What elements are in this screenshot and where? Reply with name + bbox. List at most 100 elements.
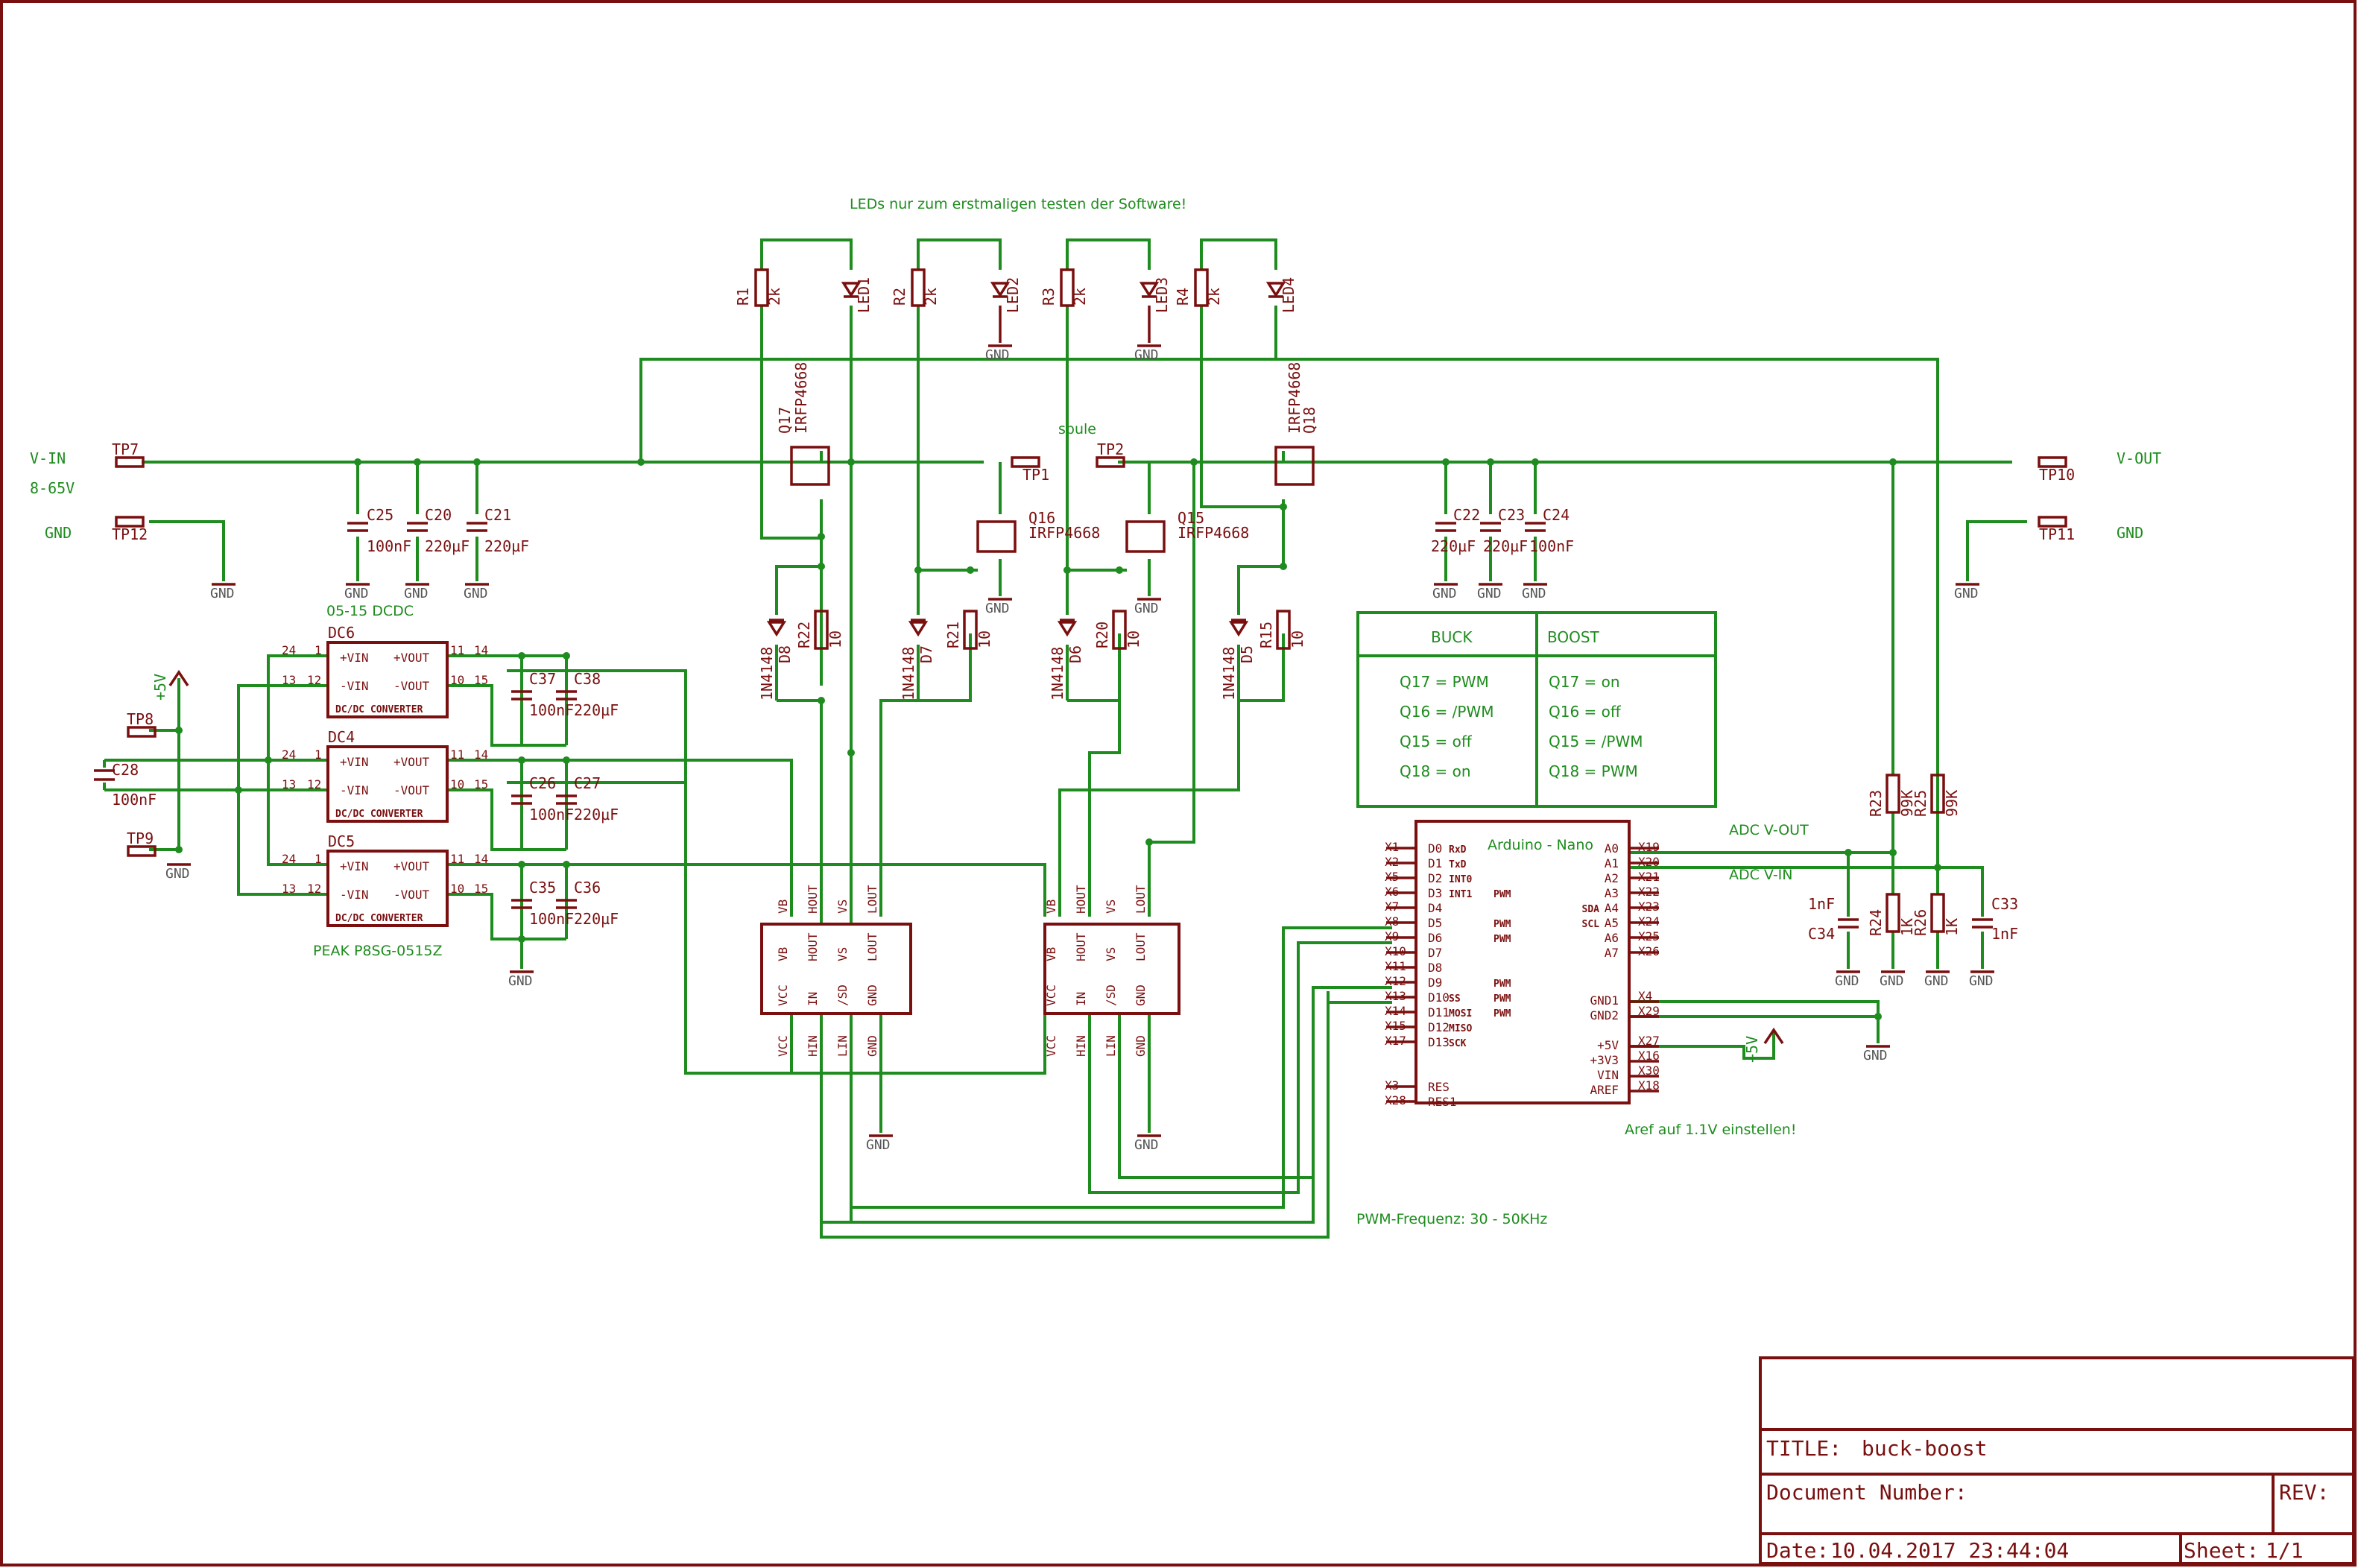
arduino-pin-name: A4	[1605, 901, 1619, 915]
arduino-pin-x: X20	[1638, 855, 1660, 869]
arduino-pin-fn: RxD	[1449, 844, 1467, 856]
arduino-pin-name: A2	[1605, 871, 1619, 885]
arduino-pin-name: D10	[1428, 990, 1450, 1005]
arduino-pin-fn: INT0	[1449, 874, 1472, 885]
drvL-vs-out: VS	[835, 900, 850, 914]
mode-cell: Q15 = off	[1400, 733, 1473, 750]
value-r2: 2k	[922, 288, 940, 306]
dc4-pin-10: 10	[450, 777, 464, 791]
mode-cell: Q18 = PWM	[1549, 762, 1638, 780]
value-c21: 220µF	[484, 537, 529, 555]
date-value: 10.04.2017 23:44:04	[1830, 1538, 2069, 1563]
dcdc-dc5	[326, 850, 449, 927]
value-c24: 100nF	[1529, 537, 1574, 555]
drvL-in: IN	[806, 992, 820, 1006]
value-r23: 99K	[1898, 790, 1916, 817]
value-d7: 1N4148	[900, 647, 917, 701]
arduino-pin-x: X29	[1638, 1004, 1660, 1018]
note-pwm: PWM-Frequenz: 30 - 50KHz	[1356, 1211, 1547, 1227]
dc6-pin-11: 11	[450, 643, 464, 657]
arduino-pin-name: A6	[1605, 931, 1619, 945]
note-peak: PEAK P8SG-0515Z	[313, 943, 443, 959]
dc5-pin-11: 11	[450, 852, 464, 866]
mode-cell: Q16 = /PWM	[1400, 703, 1494, 721]
arduino-pin-x: X16	[1638, 1049, 1660, 1063]
drvR-vcc: VCC	[1044, 984, 1058, 1006]
arduino-pin-name: D12	[1428, 1020, 1450, 1034]
arduino-pin-name: AREF	[1590, 1083, 1619, 1097]
gnd-label: GND	[1134, 1137, 1159, 1153]
arduino-pin-name: +5V	[1597, 1038, 1619, 1052]
label-tp2: TP2	[1097, 440, 1124, 458]
note-leds: LEDs nur zum erstmaligen testen der Soft…	[850, 196, 1186, 212]
arduino-pin-pwm: PWM	[1493, 889, 1511, 900]
arduino-pin-x: X21	[1638, 870, 1660, 884]
arduino-pin-name: A0	[1605, 841, 1619, 856]
note-dcdc: 05-15 DCDC	[326, 603, 414, 619]
drvL-vb: VB	[776, 947, 790, 961]
dc6-vin-n: -VIN	[340, 679, 369, 693]
arduino-pin-pwm: PWM	[1493, 934, 1511, 945]
label-tp8: TP8	[127, 710, 154, 728]
dc4-pin-24: 24	[282, 747, 296, 762]
arduino-pin-fn: SS	[1449, 993, 1461, 1005]
drvR-vs-out: VS	[1104, 900, 1118, 914]
value-r15: 10	[1289, 630, 1306, 648]
label-c20: C20	[425, 506, 452, 524]
label-c25: C25	[367, 506, 393, 524]
label-r26: R26	[1912, 909, 1929, 936]
drvL-sd: /SD	[835, 984, 850, 1006]
arduino-pin-name: D1	[1428, 856, 1442, 870]
arduino-pin-pwm: PWM	[1493, 1008, 1511, 1019]
dc6-pin-12: 12	[307, 673, 321, 687]
dc5-vout-p: +VOUT	[393, 859, 430, 873]
arduino-pin-name: A1	[1605, 856, 1619, 870]
gnd-label: GND	[1863, 1048, 1888, 1063]
dc4-vin-n: -VIN	[340, 783, 369, 797]
arduino-pin-pwm: PWM	[1493, 979, 1511, 990]
gnd-label: GND	[1134, 347, 1159, 363]
arduino-pin-x: X3	[1385, 1078, 1399, 1093]
label-r15: R15	[1257, 622, 1275, 648]
arduino-pin-x: X13	[1385, 989, 1406, 1003]
title-value: buck-boost	[1862, 1436, 1988, 1461]
value-q17: IRFP4668	[792, 362, 810, 434]
drvR-in: IN	[1074, 992, 1088, 1006]
arduino-pin-name: GND2	[1590, 1008, 1619, 1022]
dc4-pin-15: 15	[474, 777, 488, 791]
label-r3: R3	[1040, 288, 1058, 306]
label-r2: R2	[891, 288, 908, 306]
label-r1: R1	[734, 288, 752, 306]
net-gnd-right: GND	[2117, 524, 2143, 542]
value-d5: 1N4148	[1220, 647, 1238, 701]
label-led1: LED1	[855, 277, 873, 313]
arduino-pin-x: X10	[1385, 944, 1406, 958]
label-d6: D6	[1066, 645, 1084, 663]
value-q15: IRFP4668	[1178, 524, 1249, 542]
label-r21: R21	[944, 622, 962, 648]
arduino-pin-name: D5	[1428, 916, 1442, 930]
arduino-pin-x: X22	[1638, 885, 1660, 899]
net-5v-left: +5V	[151, 674, 169, 701]
label-tp11: TP11	[2039, 525, 2075, 543]
arduino-pin-fn: SCK	[1449, 1038, 1467, 1049]
label-r20: R20	[1093, 622, 1111, 648]
arduino-pin-name: D4	[1428, 901, 1442, 915]
dc6-pin-1: 1	[314, 643, 322, 657]
gnd-label: GND	[210, 586, 235, 601]
label-q15: Q15	[1178, 509, 1204, 527]
arduino-pin-x: X14	[1385, 1004, 1406, 1018]
value-r3: 2k	[1071, 288, 1089, 306]
label-r25: R25	[1912, 790, 1929, 817]
gnd-label: GND	[404, 586, 429, 601]
drvR-vs: VS	[1104, 947, 1118, 961]
arduino-pin-x: X28	[1385, 1093, 1406, 1107]
arduino-pin-x: X19	[1638, 840, 1660, 854]
note-adc-vin: ADC V-IN	[1729, 867, 1793, 883]
arduino-pin-name: VIN	[1597, 1068, 1619, 1082]
dc5-pin-15: 15	[474, 882, 488, 896]
sheet-value: 1/1	[2266, 1538, 2304, 1563]
value-c26: 100nF	[529, 806, 574, 823]
drvL-hin: HIN	[806, 1035, 820, 1057]
